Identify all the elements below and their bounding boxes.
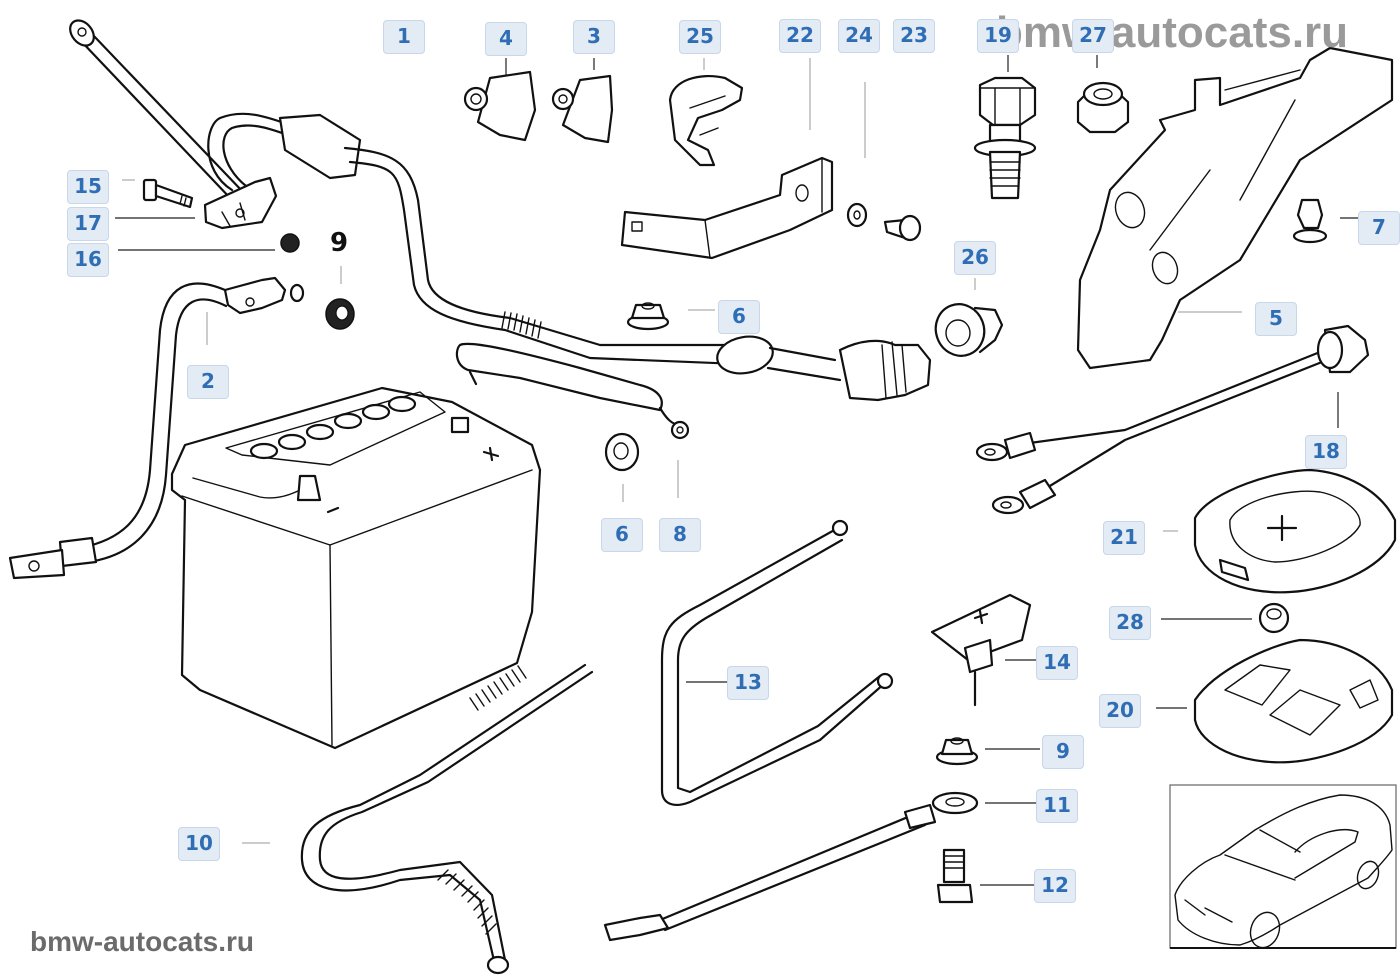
callout-7[interactable]: 7 bbox=[1358, 211, 1400, 245]
callout-20[interactable]: 20 bbox=[1099, 694, 1141, 728]
callout-14[interactable]: 14 bbox=[1036, 646, 1078, 680]
positive-cable-harness-drawing bbox=[69, 19, 932, 440]
callout-16[interactable]: 16 bbox=[67, 243, 109, 277]
collar-nut-6b-drawing bbox=[604, 432, 640, 472]
ground-strap-11-drawing bbox=[603, 791, 979, 942]
terminal-cover-14-drawing bbox=[930, 593, 1032, 707]
cable-holder-25-drawing bbox=[668, 74, 744, 167]
callout-24[interactable]: 24 bbox=[838, 19, 880, 53]
callout-4[interactable]: 4 bbox=[485, 22, 527, 56]
collar-nut-6a-drawing bbox=[626, 302, 670, 331]
callout-25[interactable]: 25 bbox=[679, 20, 721, 54]
washer-24-drawing bbox=[846, 202, 868, 228]
callout-12[interactable]: 12 bbox=[1034, 869, 1076, 903]
callout-18[interactable]: 18 bbox=[1305, 435, 1347, 469]
callout-8[interactable]: 8 bbox=[659, 518, 701, 552]
nut-9-top-drawing bbox=[325, 298, 355, 330]
bolt-23-drawing bbox=[883, 214, 922, 242]
nut-27-drawing bbox=[1076, 81, 1130, 134]
negative-cable-2-drawing bbox=[8, 276, 305, 580]
callout-19[interactable]: 19 bbox=[977, 19, 1019, 53]
callout-28[interactable]: 28 bbox=[1109, 606, 1151, 640]
ground-cable-10-drawing bbox=[300, 663, 594, 975]
nut-28-drawing bbox=[1258, 602, 1290, 634]
callout-9[interactable]: 9 bbox=[1042, 735, 1084, 769]
battery-drawing bbox=[170, 386, 542, 750]
callout-11[interactable]: 11 bbox=[1036, 789, 1078, 823]
rivet-7-drawing bbox=[1292, 198, 1328, 244]
callout-10[interactable]: 10 bbox=[178, 827, 220, 861]
bracket-22-drawing bbox=[620, 156, 834, 260]
callout-1[interactable]: 1 bbox=[383, 20, 425, 54]
callout-5[interactable]: 5 bbox=[1255, 302, 1297, 336]
callout-13[interactable]: 13 bbox=[727, 666, 769, 700]
callout-27[interactable]: 27 bbox=[1072, 19, 1114, 53]
clamp-3-drawing bbox=[551, 74, 614, 144]
cable-13-drawing bbox=[660, 519, 894, 806]
callout-26[interactable]: 26 bbox=[954, 241, 996, 275]
grommet-26-drawing bbox=[934, 303, 1004, 357]
callout-17[interactable]: 17 bbox=[67, 207, 109, 241]
callout-3[interactable]: 3 bbox=[573, 20, 615, 54]
watermark-bottom: bmw-autocats.ru bbox=[30, 926, 255, 957]
callout-23[interactable]: 23 bbox=[893, 19, 935, 53]
leader-lines bbox=[115, 55, 1360, 886]
watermark-top: bmw-autocats.ru bbox=[996, 8, 1349, 57]
callout-22[interactable]: 22 bbox=[779, 19, 821, 53]
vehicle-thumbnail bbox=[1169, 784, 1397, 949]
callout-21[interactable]: 21 bbox=[1103, 521, 1145, 555]
terminal-cover-21-drawing bbox=[1193, 468, 1397, 594]
clamp-4-drawing bbox=[463, 70, 537, 142]
cable-18-drawing bbox=[975, 324, 1370, 515]
terminal-base-20-drawing bbox=[1193, 638, 1394, 764]
callout-6-upper[interactable]: 6 bbox=[718, 300, 760, 334]
bolt-12-drawing bbox=[936, 848, 974, 904]
callout-6-lower[interactable]: 6 bbox=[601, 518, 643, 552]
collar-nut-9-drawing bbox=[935, 737, 979, 766]
callout-plain-9: 9 bbox=[330, 228, 349, 258]
callout-15[interactable]: 15 bbox=[67, 170, 109, 204]
bolt-19-drawing bbox=[973, 76, 1037, 200]
callout-2[interactable]: 2 bbox=[187, 365, 229, 399]
cover-plate-5-drawing bbox=[1076, 46, 1394, 370]
